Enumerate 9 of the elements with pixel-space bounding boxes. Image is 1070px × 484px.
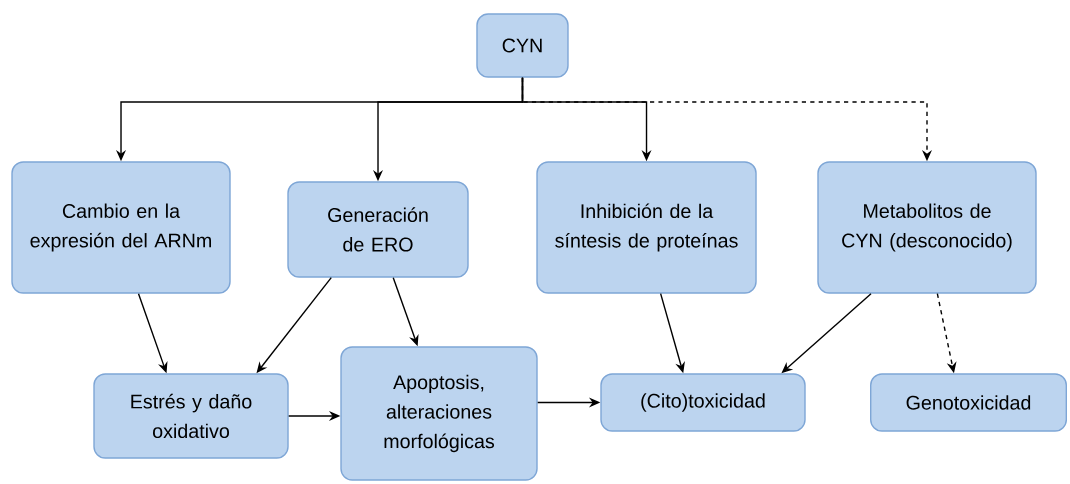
process-box: Genotoxicidad <box>870 373 1068 432</box>
process-box: Estrés y daño oxidativo <box>93 373 289 459</box>
process-box: Cambio en la expresión del ARNm <box>11 161 231 294</box>
process-box: (Cito)toxicidad <box>600 373 806 432</box>
process-box: CYN <box>476 13 569 78</box>
process-box: Inhibición de la síntesis de proteínas <box>536 161 757 294</box>
process-box: Metabolitos de CYN (desconocido) <box>817 161 1037 294</box>
process-box: Apoptosis, alteraciones morfológicas <box>340 346 538 481</box>
process-box: Generación de ERO <box>287 181 469 278</box>
